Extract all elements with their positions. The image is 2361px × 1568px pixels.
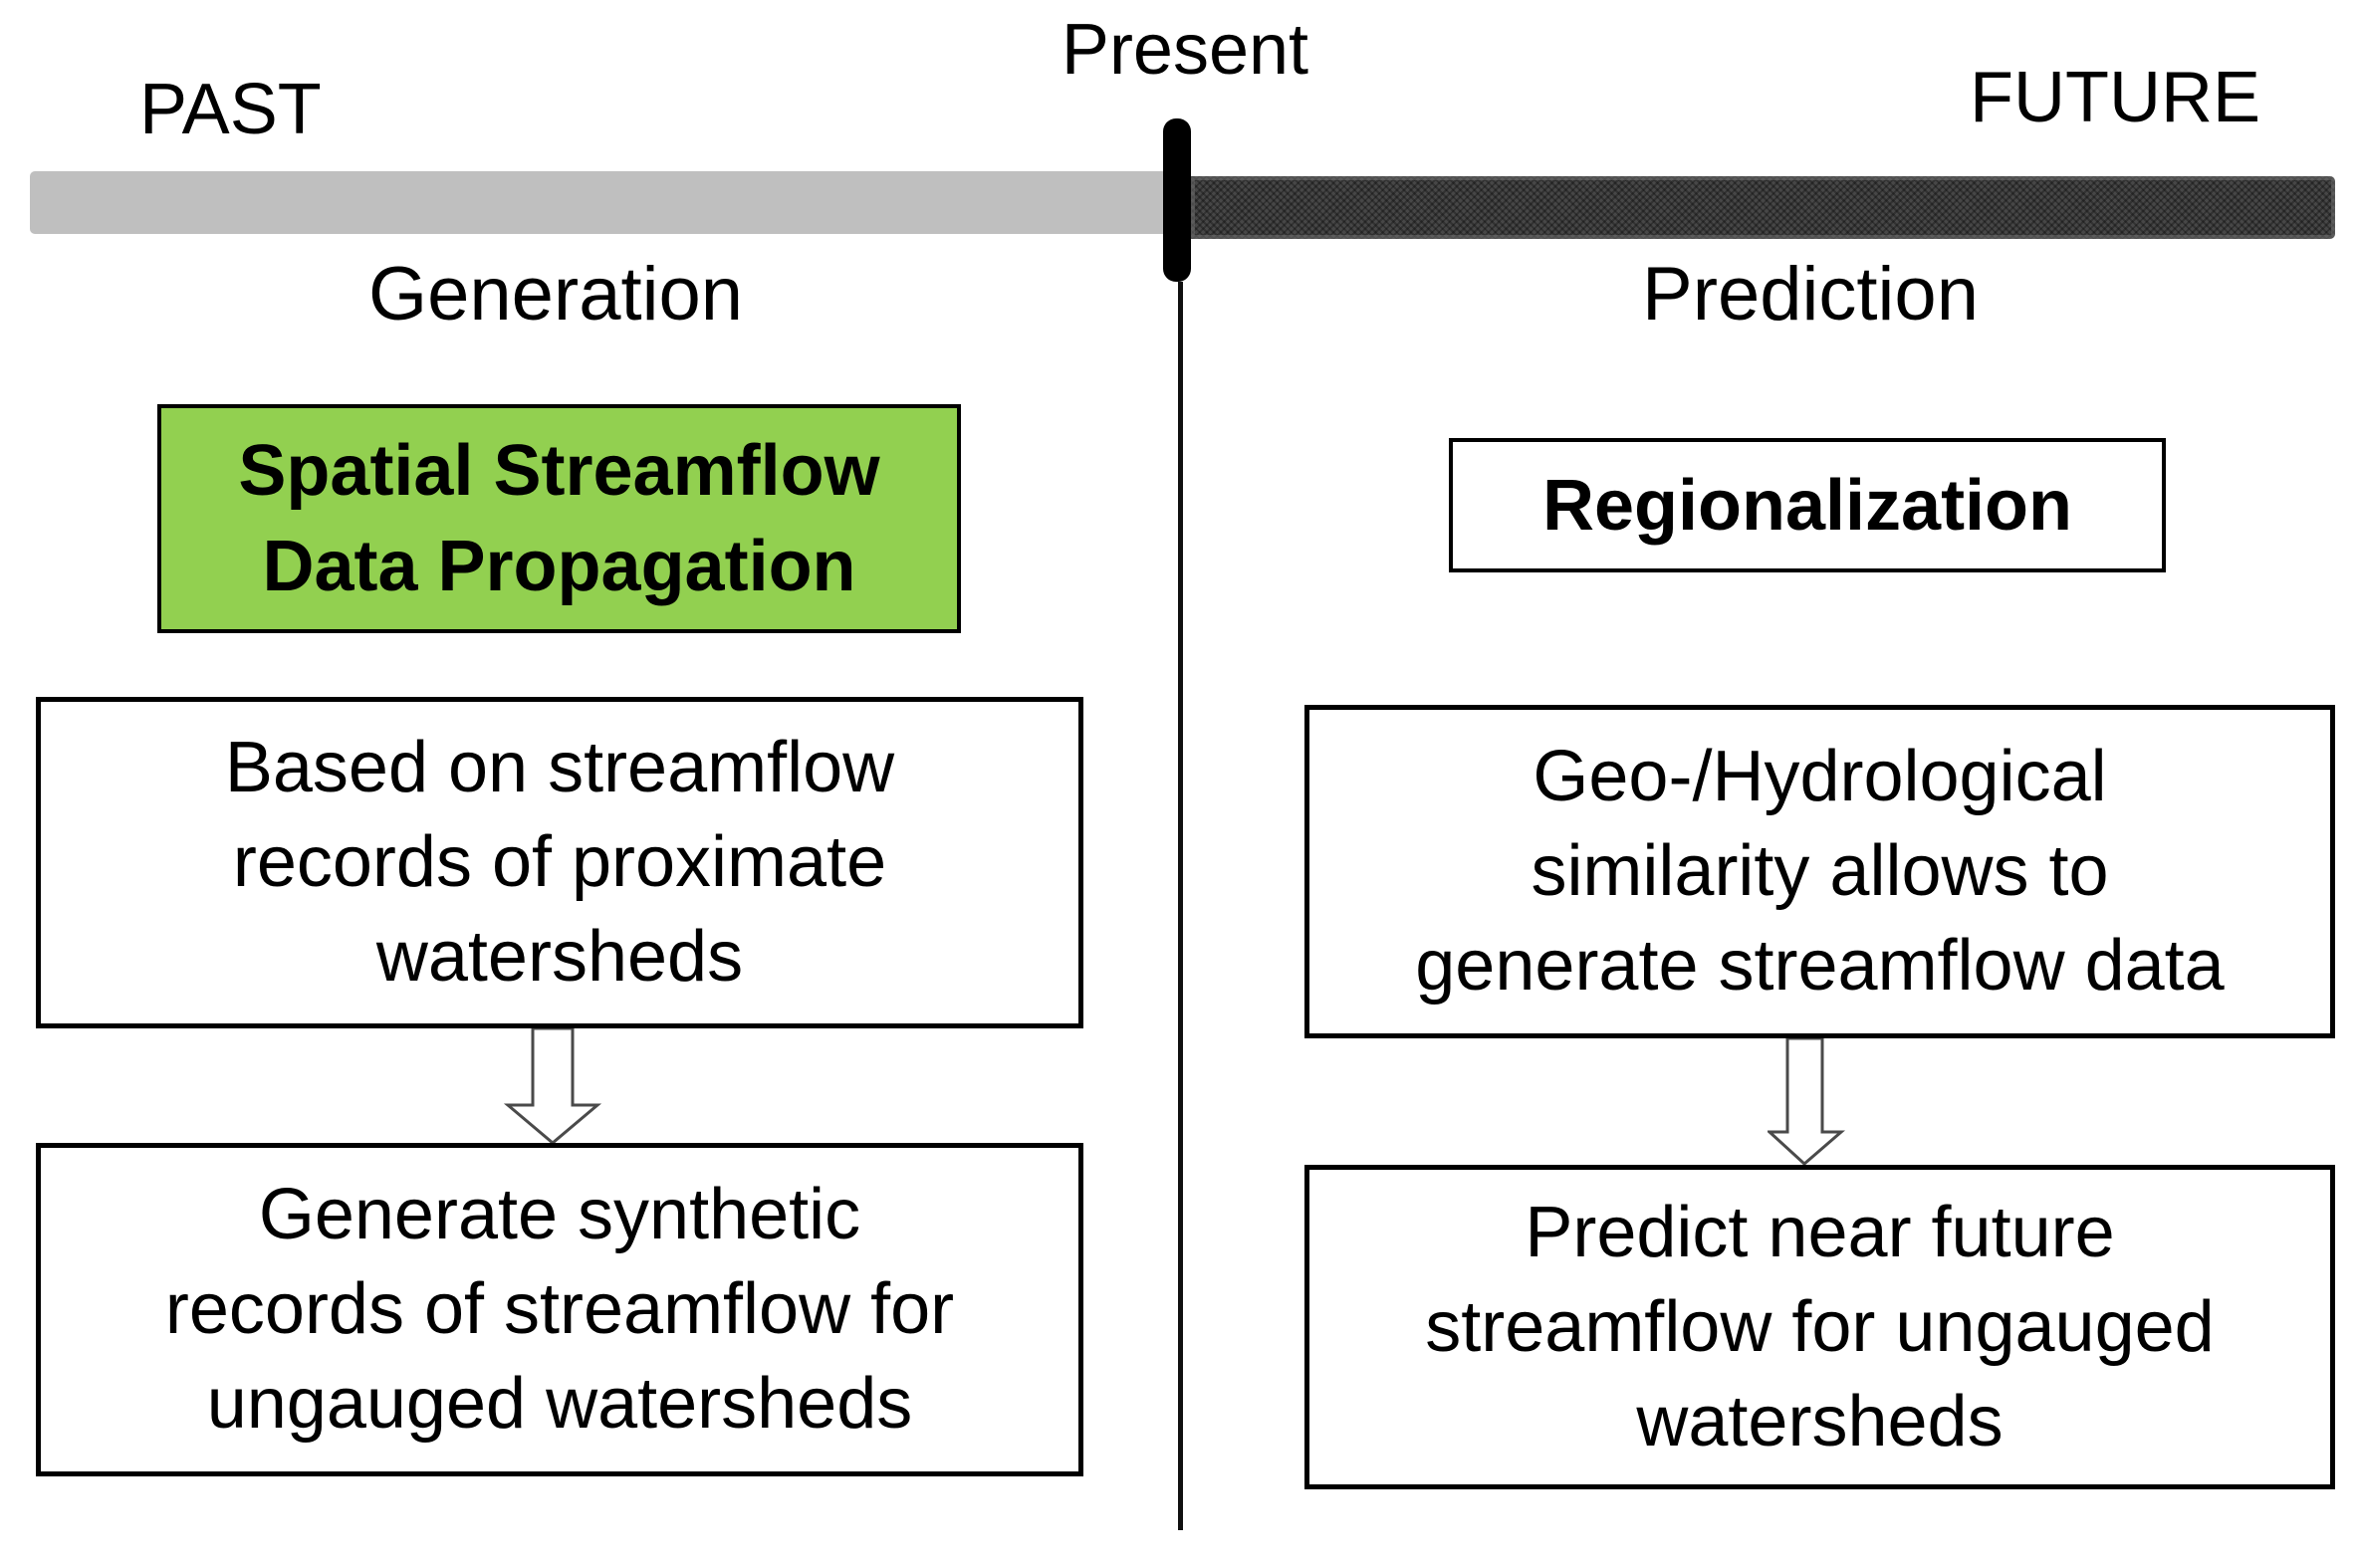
regionalization-text: Regionalization <box>1541 465 2073 546</box>
past-label: PAST <box>139 70 322 149</box>
regionalization-box: Regionalization <box>1449 438 2166 572</box>
present-label: Present <box>1061 10 1309 90</box>
spatial-streamflow-propagation-box: Spatial Streamflow Data Propagation <box>157 404 961 633</box>
present-marker-tick <box>1163 118 1191 282</box>
generation-basis-box: Based on streamflow records of proximate… <box>36 697 1083 1028</box>
future-timeline-bar <box>1191 176 2335 239</box>
down-arrow-icon <box>1768 1038 1846 1166</box>
down-arrow-icon <box>503 1028 602 1145</box>
past-timeline-bar <box>30 171 1185 234</box>
prediction-heading: Prediction <box>1642 252 1979 336</box>
generation-outcome-text: Generate synthetic records of streamflow… <box>164 1175 955 1444</box>
future-label: FUTURE <box>1970 58 2260 137</box>
generation-basis-text: Based on streamflow records of proximate… <box>224 728 895 997</box>
prediction-basis-box: Geo-/Hydrological similarity allows to g… <box>1304 705 2335 1038</box>
generation-heading: Generation <box>367 252 744 336</box>
present-divider-line <box>1178 282 1183 1530</box>
prediction-outcome-box: Predict near future streamflow for ungau… <box>1304 1165 2335 1489</box>
prediction-basis-text: Geo-/Hydrological similarity allows to g… <box>1415 737 2225 1006</box>
generation-outcome-box: Generate synthetic records of streamflow… <box>36 1143 1083 1476</box>
prediction-outcome-text: Predict near future streamflow for ungau… <box>1425 1192 2215 1461</box>
spatial-streamflow-propagation-text: Spatial Streamflow Data Propagation <box>238 431 880 606</box>
